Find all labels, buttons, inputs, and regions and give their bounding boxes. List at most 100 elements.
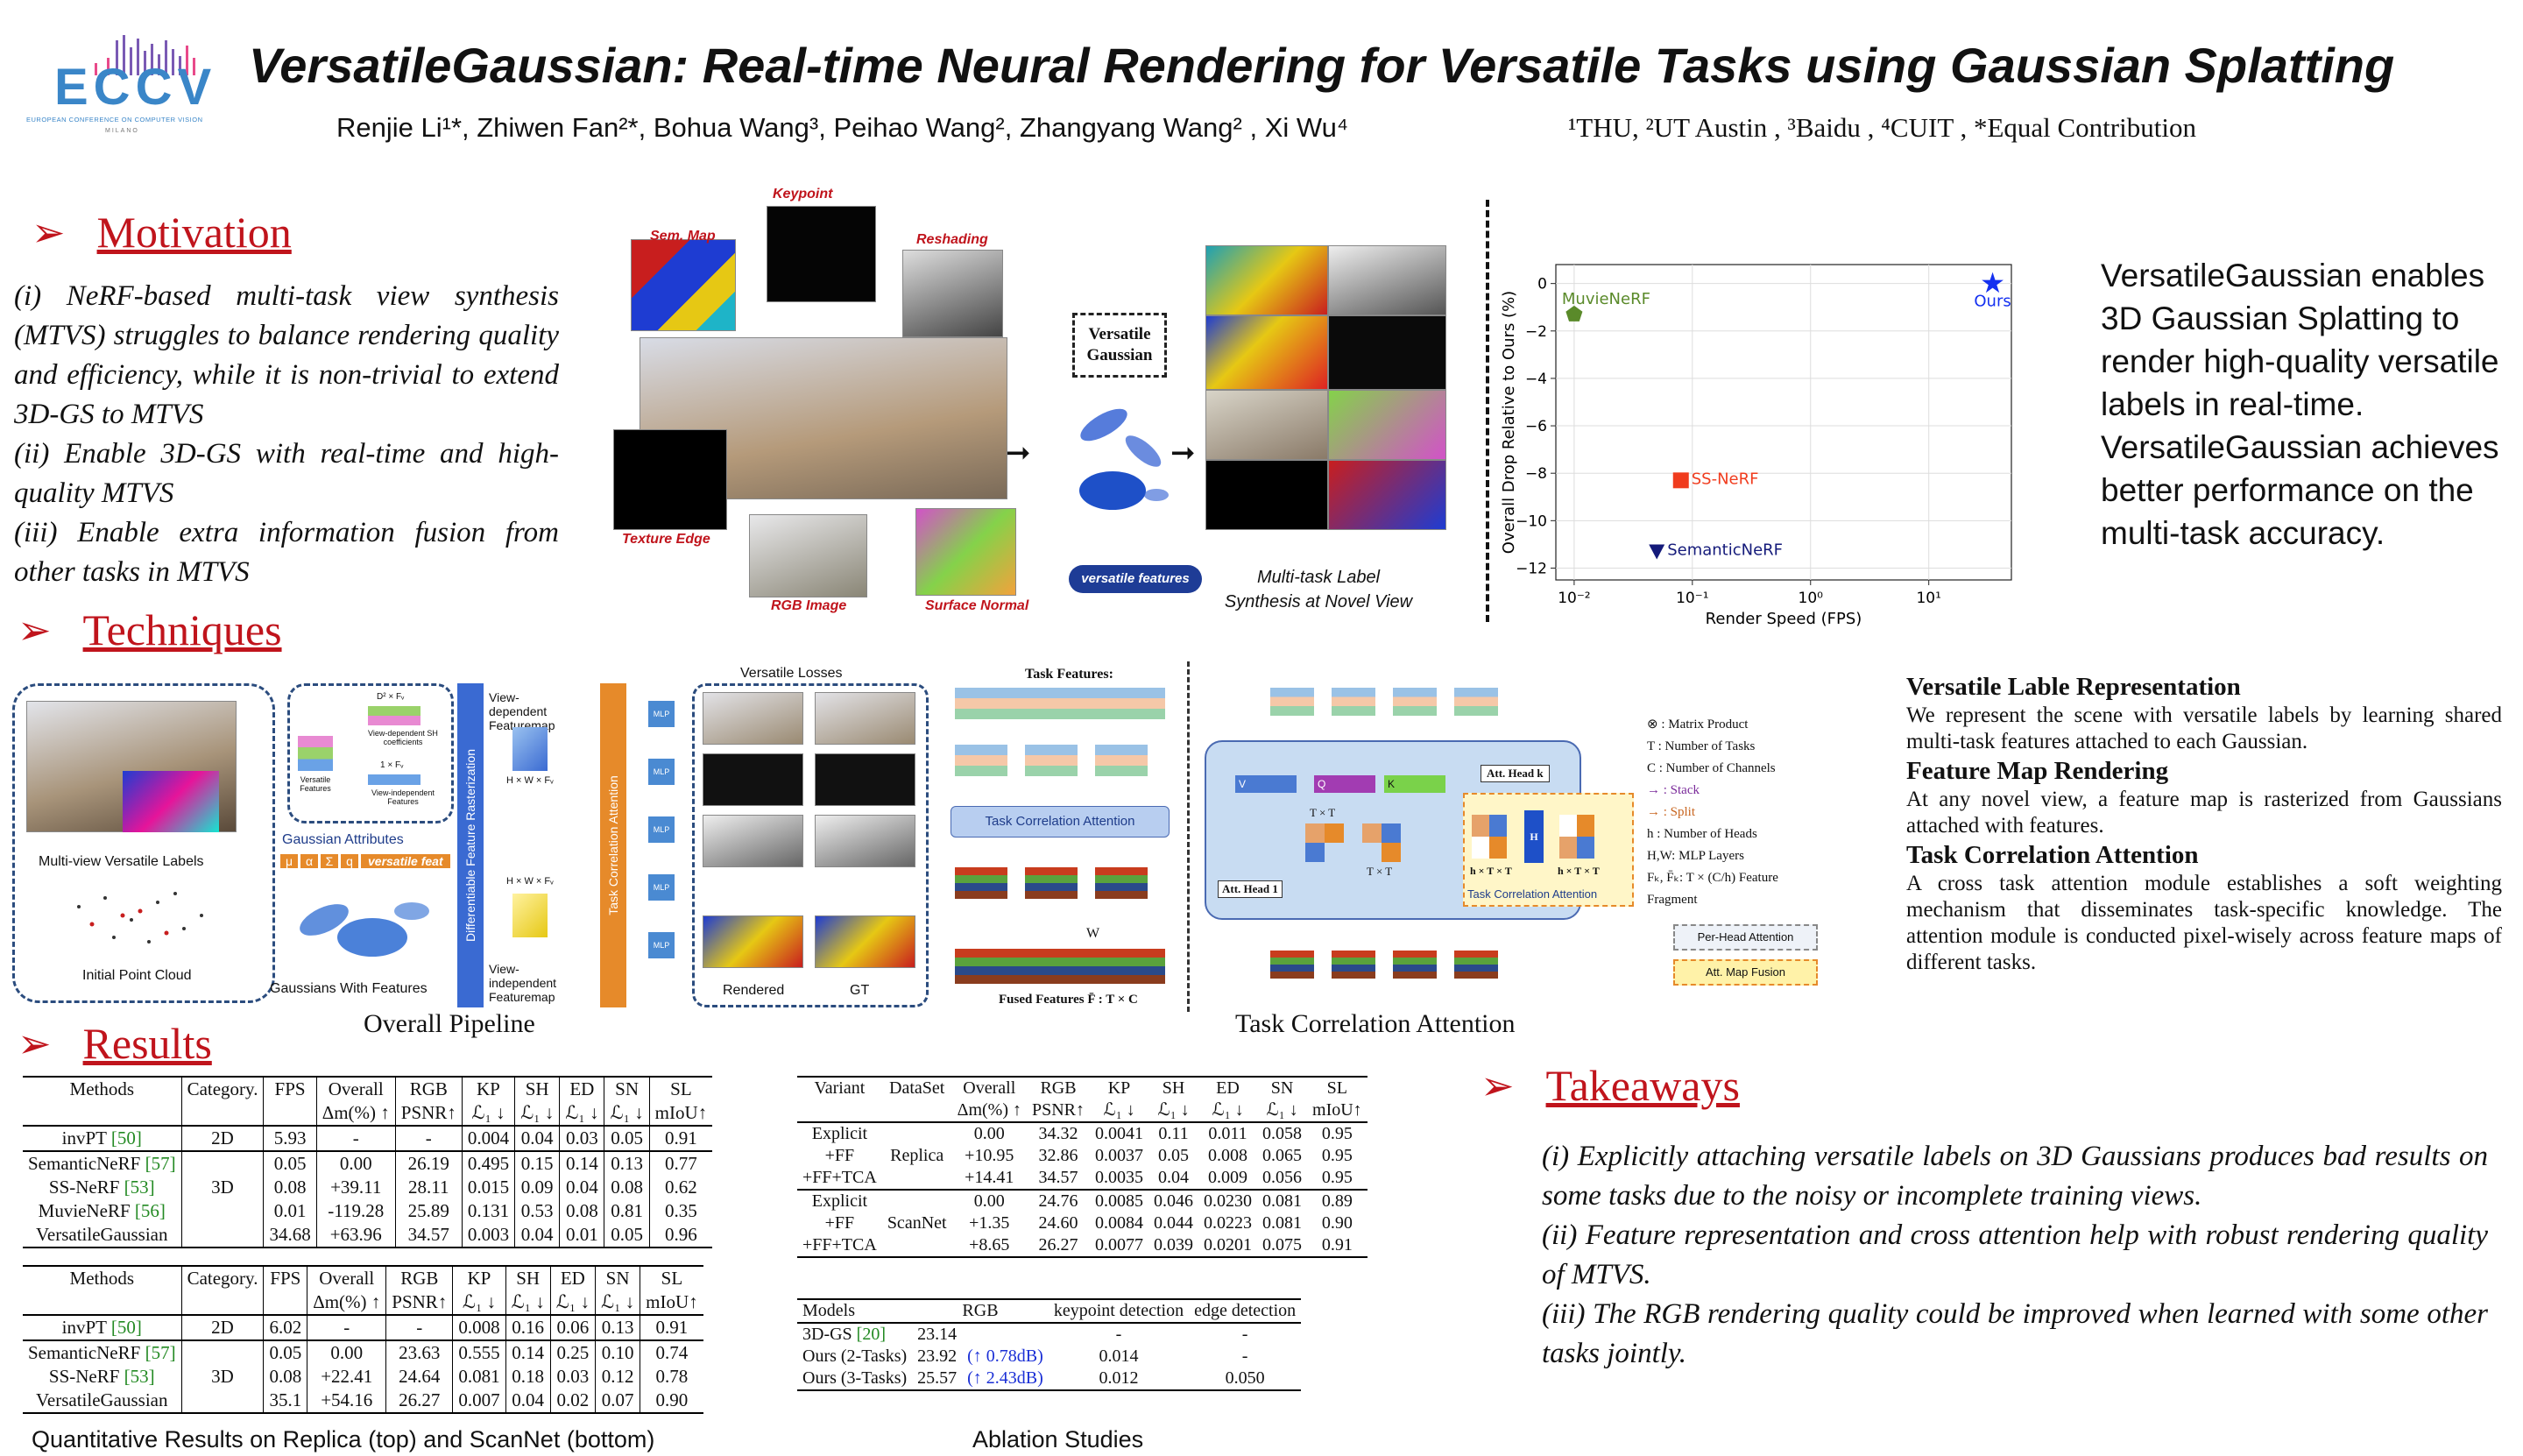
bottom-fragments [1270, 951, 1498, 979]
table-cell [881, 1189, 952, 1212]
feature-fragment [955, 745, 1007, 776]
table-cell: 0.009 [1208, 1168, 1248, 1187]
point-label: MuvieNeRF [1562, 290, 1650, 308]
sh-label: View-dependent SH coefficients [368, 729, 438, 746]
novel-view-edge [1205, 460, 1328, 530]
table-cell: 0.08 [263, 1365, 307, 1389]
legend-item: → : Split [1647, 805, 1696, 819]
arrow-icon: ➢ [18, 1020, 52, 1067]
losses-label: Versatile Losses [740, 666, 843, 681]
table-cell: 0.15 [514, 1150, 560, 1176]
legend-item: ⊗ : Matrix Product [1647, 717, 1749, 732]
method-name: MuvieNeRF [56] [38, 1200, 166, 1221]
column-header: SH [514, 1076, 560, 1101]
column-header [881, 1099, 952, 1123]
table-cell: 0.0077 [1090, 1234, 1149, 1258]
column-header: KP [452, 1265, 506, 1290]
desc-text: A cross task attention module establishe… [1906, 872, 2502, 974]
column-header: ℒ₁ ↓ [1090, 1099, 1149, 1123]
table-cell [180, 1339, 264, 1365]
column-header [263, 1290, 307, 1316]
table-cell: - [394, 1126, 463, 1151]
table-cell: 34.68 [263, 1223, 317, 1248]
tca-bar-label: Task Correlation Attention [606, 775, 620, 915]
point-label: SS-NeRF [1692, 470, 1759, 488]
column-header: mIoU↑ [648, 1101, 713, 1127]
v-block: V [1235, 775, 1297, 793]
label-keypoint: Keypoint [773, 187, 833, 201]
author-list: Renjie Li¹*, Zhiwen Fan²*, Bohua Wang³, … [336, 112, 1349, 143]
table-cell: 0.081 [1262, 1213, 1303, 1233]
method-name: SemanticNeRF [57] [23, 1150, 182, 1176]
novel-view-keypoint [1328, 315, 1446, 390]
column-header: KP [1090, 1076, 1149, 1099]
section-techniques: ➢ Techniques [18, 604, 282, 655]
variant-name: Explicit [811, 1124, 868, 1143]
column-header: Overall [307, 1265, 386, 1290]
table-cell: 34.57 [394, 1223, 463, 1248]
column-header: PSNR↑ [394, 1101, 463, 1127]
table-cell: (↑ 0.78dB) [967, 1346, 1043, 1366]
column-header: ℒ₁ ↓ [1148, 1099, 1199, 1123]
gt-semantic [815, 915, 915, 968]
table-cell: 0.00 [315, 1150, 396, 1176]
method-name: invPT [50] [61, 1317, 142, 1338]
rendered-rgb [703, 692, 803, 745]
output-fragment [1454, 951, 1498, 979]
table-cell: 34.32 [1038, 1124, 1078, 1143]
section-takeaways: ➢ Takeaways [1481, 1060, 1740, 1111]
table-cell: 0.78 [640, 1365, 703, 1389]
y-tick-label: −10 [1516, 512, 1547, 530]
table-cell: +63.96 [315, 1223, 396, 1248]
table-row: 3D-GS [20]23.14-- [797, 1323, 1301, 1346]
att-head-1-label: Att. Head 1 [1218, 880, 1283, 898]
table-cell: 0.0035 [1095, 1168, 1144, 1187]
desc-text: At any novel view, a feature map is rast… [1906, 788, 2502, 838]
table-cell [180, 1223, 264, 1248]
output-fragment [955, 867, 1007, 899]
section-heading: Results [82, 1019, 212, 1068]
table-cell: 0.08 [559, 1199, 604, 1223]
y-tick-label: −6 [1525, 418, 1547, 435]
table-cell: 5.93 [263, 1126, 317, 1151]
legend-item: h : Number of Heads [1647, 827, 1757, 841]
table-cell: 0.12 [594, 1365, 640, 1389]
summary-text: VersatileGaussian enables 3D Gaussian Sp… [2101, 258, 2499, 551]
table-cell: 0.25 [549, 1339, 596, 1365]
table-cell: 0.039 [1148, 1234, 1199, 1258]
model-name: Ours (3-Tasks) [797, 1368, 913, 1391]
table-cell: 0.06 [549, 1315, 596, 1340]
table-cell: 0.0201 [1198, 1234, 1258, 1258]
head-matrix [1559, 815, 1594, 859]
legend-item: Fₖ, F̄ₖ: T × (C/h) Feature Fragment [1647, 871, 1778, 907]
variant-name: +FF+TCA [797, 1234, 882, 1258]
attention-matrix [1362, 823, 1401, 862]
table-cell: -119.28 [315, 1199, 396, 1223]
teaser-caption: Multi-task Label Synthesis at Novel View [1224, 568, 1413, 611]
affiliations: ¹THU, ²UT Austin , ³Baidu , ⁴CUIT , *Equ… [1568, 112, 2196, 143]
output-fragment [1095, 867, 1148, 899]
data-point [1672, 472, 1689, 489]
column-header [263, 1101, 317, 1127]
section-heading: Techniques [82, 605, 282, 654]
arrow-right-icon: ➞ [1006, 435, 1031, 470]
mlp-block: MLP [648, 701, 675, 727]
vi-map-dim: H × W × Fᵥ [506, 876, 554, 887]
point-cloud [77, 892, 203, 944]
table-cell: 0.00 [973, 1124, 1005, 1143]
table-cell: 0.05 [604, 1126, 650, 1151]
y-tick-label: −8 [1525, 465, 1547, 483]
w-label: W [1086, 926, 1100, 941]
column-header: RGB [385, 1265, 453, 1290]
vi-dim: 1 × Fᵥ [380, 760, 404, 770]
table-cell: 0.04 [514, 1223, 560, 1248]
citation: [50] [106, 1127, 142, 1149]
table-cell: +39.11 [315, 1176, 396, 1199]
table-cell: - [385, 1315, 453, 1340]
